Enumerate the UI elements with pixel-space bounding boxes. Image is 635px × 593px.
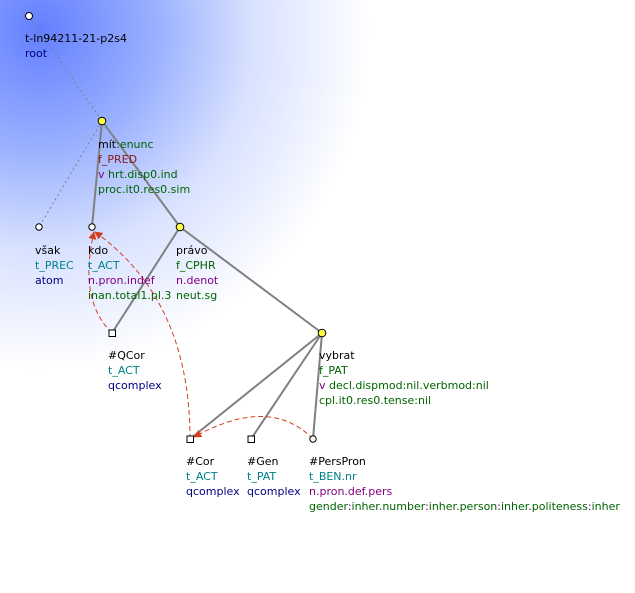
vsak-type: atom: [35, 274, 64, 287]
qcor-type: qcomplex: [108, 379, 162, 392]
perspron-extra-part: .: [528, 500, 532, 513]
perspron-extra-part: inher: [351, 500, 379, 513]
perspron-extra-part: politeness: [531, 500, 588, 513]
label-root: t-ln94211-21-p2s4 root: [25, 31, 127, 61]
qcor-functor: t_ACT: [108, 364, 140, 377]
edge-vybrat-perspron: [312, 332, 323, 440]
label-perspron: #PersPron t_BEN.nr n.pron.def.pers gende…: [309, 454, 620, 514]
root-id: t-ln94211-21-p2s4: [25, 32, 127, 45]
gen-type: qcomplex: [247, 485, 301, 498]
kdo-extra: inan.total1.pl.3: [88, 289, 172, 302]
cor-functor: t_ACT: [186, 470, 218, 483]
mit-gram: hrt.disp0.ind: [108, 168, 178, 181]
edge-pravo-vybrat: [179, 226, 323, 334]
edge-vybrat-gen: [250, 332, 323, 440]
edge-mit-vsak: [38, 120, 103, 228]
label-vsak: však t_PREC atom: [35, 243, 74, 288]
pravo-functor: f_CPHR: [176, 259, 216, 272]
gen-functor: t_PAT: [247, 470, 277, 483]
mit-functor: f_PRED: [98, 153, 138, 166]
edge-mit-pravo: [101, 120, 181, 228]
coref-qcor-kdo: [88, 231, 113, 334]
mit-sense: enunc: [119, 138, 154, 151]
vybrat-functor: f_PAT: [319, 364, 348, 377]
mit-extra: proc.it0.res0.sim: [98, 183, 191, 196]
vybrat-extra: cpl.it0.res0.tense:nil: [319, 394, 432, 407]
vybrat-pos: v: [319, 379, 326, 392]
node-cor[interactable]: [186, 435, 194, 443]
coref-cor-kdo: [94, 231, 191, 440]
node-mit[interactable]: [97, 116, 107, 126]
perspron-extra-part: :: [347, 500, 352, 513]
vsak-functor: t_PREC: [35, 259, 74, 272]
label-kdo: kdo t_ACT n.pron.indef inan.total1.pl.3: [88, 243, 171, 303]
node-vybrat[interactable]: [317, 328, 327, 338]
vybrat-gram: decl.dispmod:nil.verbmod:nil: [329, 379, 489, 392]
root-label: root: [25, 47, 48, 60]
perspron-extra-part: :: [497, 500, 501, 513]
node-kdo[interactable]: [88, 223, 96, 231]
perspron-extra-part: person: [459, 500, 498, 513]
node-gen[interactable]: [247, 435, 255, 443]
node-qcor[interactable]: [108, 329, 116, 337]
label-cor: #Cor t_ACT qcomplex: [186, 454, 240, 499]
perspron-gram: n.pron.def.pers: [309, 485, 393, 498]
label-pravo: právo f_CPHR n.denot neut.sg: [176, 243, 218, 303]
mit-pos: v: [98, 168, 105, 181]
perspron-extra-part: .: [456, 500, 460, 513]
pravo-lemma: právo: [176, 244, 208, 257]
label-gen: #Gen t_PAT qcomplex: [247, 454, 301, 499]
perspron-extra: gender:inher.number:inher.person:inher.p…: [309, 499, 620, 514]
edge-mit-kdo: [91, 120, 103, 228]
pravo-gram: n.denot: [176, 274, 219, 287]
perspron-extra-part: inher: [428, 500, 457, 513]
perspron-extra-part: :: [587, 500, 592, 513]
node-root[interactable]: [25, 12, 33, 20]
kdo-lemma: kdo: [88, 244, 109, 257]
label-vybrat: vybrat f_PAT v decl.dispmod:nil.verbmod:…: [319, 348, 489, 408]
vybrat-lemma: vybrat: [319, 349, 355, 362]
kdo-functor: t_ACT: [88, 259, 120, 272]
vsak-lemma: však: [35, 244, 61, 257]
edge-pravo-qcor: [111, 226, 181, 334]
perspron-extra-part: .: [378, 500, 383, 513]
perspron-functor: t_BEN.nr: [309, 470, 357, 483]
kdo-gram: n.pron.indef: [88, 274, 155, 287]
label-mit: mít:enunc f_PRED v hrt.disp0.ind proc.it…: [98, 138, 191, 196]
coref-perspron-cor: [193, 416, 314, 440]
node-vsak[interactable]: [35, 223, 43, 231]
qcor-lemma: #QCor: [108, 349, 145, 362]
pravo-extra: neut.sg: [176, 289, 218, 302]
node-pravo[interactable]: [175, 222, 185, 232]
edge-root-mit: [28, 15, 103, 122]
cor-lemma: #Cor: [186, 455, 215, 468]
perspron-extra-part: :: [425, 500, 429, 513]
perspron-lemma: #PersPron: [309, 455, 366, 468]
perspron-extra-part: number: [382, 500, 426, 513]
perspron-extra-part: inher: [591, 500, 620, 513]
cor-type: qcomplex: [186, 485, 240, 498]
perspron-extra-part: inher: [501, 500, 529, 513]
mit-lemma: mít: [98, 138, 117, 151]
gen-lemma: #Gen: [247, 455, 279, 468]
edge-vybrat-cor: [189, 332, 323, 440]
node-perspron[interactable]: [309, 435, 317, 443]
perspron-extra-part: gender: [309, 500, 348, 513]
label-qcor: #QCor t_ACT qcomplex: [108, 348, 162, 393]
